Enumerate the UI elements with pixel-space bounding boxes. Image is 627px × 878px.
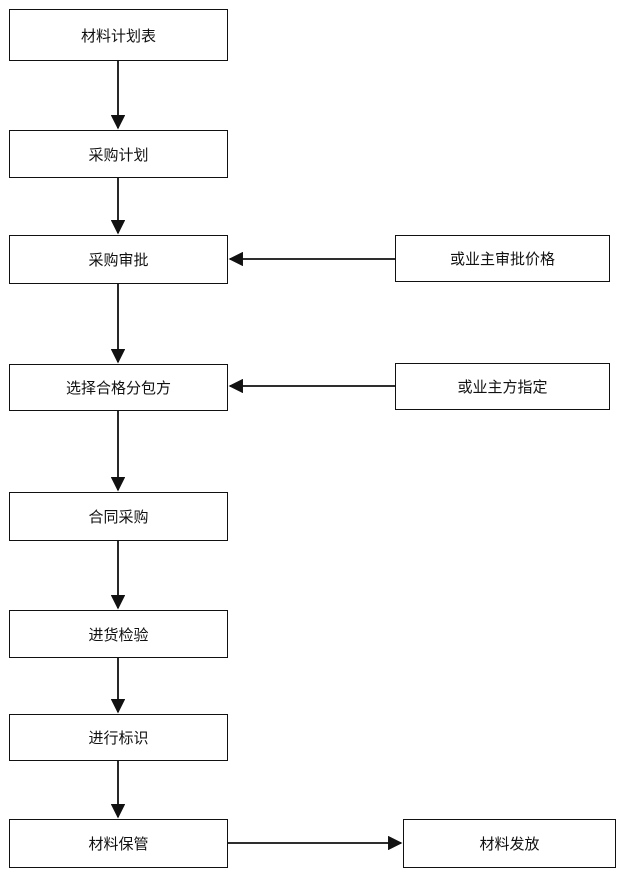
step-purchase-plan: 采购计划 [9, 130, 228, 178]
input-owner-price-approval: 或业主审批价格 [395, 235, 610, 282]
input-owner-designation: 或业主方指定 [395, 363, 610, 410]
step-material-plan-table: 材料计划表 [9, 9, 228, 61]
step-identification: 进行标识 [9, 714, 228, 761]
step-purchase-approval: 采购审批 [9, 235, 228, 284]
step-select-subcontractor: 选择合格分包方 [9, 364, 228, 411]
step-material-storage: 材料保管 [9, 819, 228, 868]
output-material-issue: 材料发放 [403, 819, 616, 868]
step-incoming-inspection: 进货检验 [9, 610, 228, 658]
step-contract-purchase: 合同采购 [9, 492, 228, 541]
